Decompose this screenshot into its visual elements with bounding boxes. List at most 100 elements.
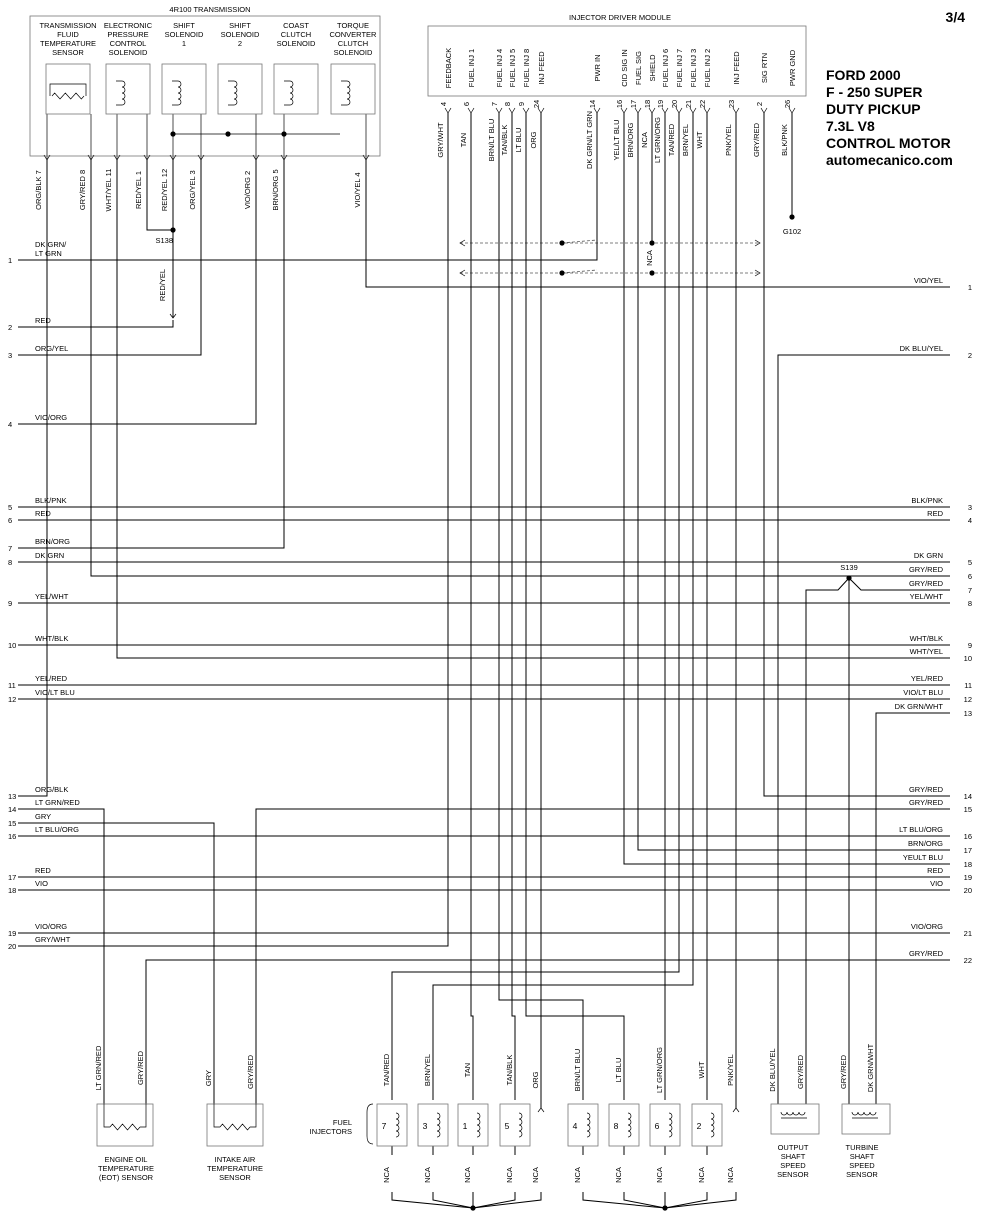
wire-wht-yel bbox=[116, 160, 950, 659]
injector-return-bus bbox=[623, 1192, 666, 1209]
injector-return-bus bbox=[582, 1192, 737, 1209]
shield-arrow bbox=[459, 269, 466, 277]
idm-pin-name: FUEL INJ 8 bbox=[522, 49, 531, 87]
transmission-pin-label: RED/YEL 12 bbox=[160, 169, 169, 211]
left-connector-number: 6 bbox=[8, 516, 12, 525]
right-connector-number: 10 bbox=[964, 654, 972, 663]
pickup-coil bbox=[780, 1111, 807, 1119]
transmission-pin-label: BRN/ORG 5 bbox=[271, 169, 280, 210]
injector-number: 3 bbox=[423, 1121, 428, 1131]
injector-nca: NCA bbox=[697, 1167, 706, 1183]
right-wire-color: DK GRN/WHT bbox=[895, 702, 944, 711]
injector-wire bbox=[470, 113, 474, 1100]
right-wire-color: VIO bbox=[930, 879, 943, 888]
fuel-injectors-label: FUEL bbox=[333, 1118, 352, 1127]
idm-pin bbox=[508, 107, 516, 114]
pickup-coil bbox=[851, 1111, 878, 1119]
left-wire-color: RED bbox=[35, 316, 51, 325]
wire-vio-yel bbox=[365, 160, 950, 288]
injector-wire-color: TAN bbox=[463, 1063, 472, 1077]
epc-solenoid bbox=[105, 63, 151, 115]
injector-number: 8 bbox=[614, 1121, 619, 1131]
wire-gry-red-iat bbox=[255, 808, 950, 1104]
idm-pin bbox=[634, 107, 642, 114]
fuel-injector-3 bbox=[417, 1103, 449, 1147]
left-wire-color: YEL/RED bbox=[35, 674, 68, 683]
injector-wire-color: LT BLU bbox=[614, 1058, 623, 1083]
right-connector-number: 2 bbox=[968, 351, 972, 360]
idm-pin-name: INJ FEED bbox=[732, 51, 741, 85]
left-wire-color: VIO/ORG bbox=[35, 413, 67, 422]
injector-return-bus bbox=[664, 1192, 708, 1209]
tcc-solenoid bbox=[330, 63, 376, 115]
idm-pin-number: 14 bbox=[588, 100, 597, 108]
idm-wire-color: BRN/ORG bbox=[626, 122, 635, 157]
s139-label: S139 bbox=[840, 563, 858, 572]
injector-wire-color: BRN/YEL bbox=[423, 1054, 432, 1086]
idm-pin-name: SIG RTN bbox=[760, 53, 769, 83]
wire-brn-org-idm bbox=[637, 113, 950, 851]
injector-return-bus bbox=[432, 1192, 474, 1209]
tcc-solenoid-label: TORQUE bbox=[337, 21, 369, 30]
right-wire-color: YEL/WHT bbox=[910, 592, 944, 601]
right-connector-number: 14 bbox=[964, 792, 972, 801]
idm-wire-color: NCA bbox=[640, 132, 649, 148]
right-wire-color: RED bbox=[927, 509, 943, 518]
idm-pin-name: FUEL INJ 7 bbox=[675, 49, 684, 87]
transmission-pin-label: VIO/ORG 2 bbox=[243, 171, 252, 209]
idm-pin-number: 23 bbox=[727, 100, 736, 108]
idm-pin-name: INJ FEED bbox=[537, 51, 546, 85]
shield-tie bbox=[561, 269, 598, 274]
left-connector-number: 17 bbox=[8, 873, 16, 882]
iat-sensor-label: TEMPERATURE bbox=[207, 1164, 263, 1173]
idm-pin bbox=[620, 107, 628, 114]
tcc-solenoid-label: CLUTCH bbox=[338, 39, 368, 48]
idm-pin bbox=[495, 107, 503, 114]
transmission-housing bbox=[29, 15, 381, 157]
right-connector-number: 22 bbox=[964, 956, 972, 965]
right-wire-color: DK GRN bbox=[914, 551, 943, 560]
feed-nca: NCA bbox=[726, 1167, 735, 1183]
title-line: FORD 2000 bbox=[826, 67, 901, 83]
idm-pin-number: 6 bbox=[462, 102, 471, 106]
idm-wire-color: GRY/RED bbox=[752, 122, 761, 157]
right-connector-number: 7 bbox=[968, 586, 972, 595]
turbine-shaft-speed-sensor bbox=[841, 1103, 891, 1135]
bus-junction bbox=[281, 131, 287, 137]
injector-coil bbox=[518, 1112, 523, 1138]
injector-number: 5 bbox=[505, 1121, 510, 1131]
left-wire-color: VIO/LT BLU bbox=[35, 688, 75, 697]
solenoid-coil bbox=[289, 80, 294, 106]
injector-bank-splice bbox=[470, 1205, 476, 1211]
injector-coil bbox=[710, 1112, 715, 1138]
shield-arrow bbox=[754, 239, 761, 247]
splice-dot bbox=[559, 270, 565, 276]
eot-sensor bbox=[96, 1103, 154, 1147]
injector-wire-color: TAN/BLK bbox=[505, 1055, 514, 1086]
idm-pin-name: FUEL INJ 3 bbox=[689, 49, 698, 87]
transmission-pin bbox=[362, 154, 370, 161]
injector-wire-color: TAN/RED bbox=[382, 1053, 391, 1086]
injector-nca: NCA bbox=[505, 1167, 514, 1183]
injector-wire-color: WHT bbox=[697, 1061, 706, 1078]
fuel-injectors-label: INJECTORS bbox=[310, 1127, 352, 1136]
left-wire-color: YEL/WHT bbox=[35, 592, 69, 601]
solenoid-coil bbox=[233, 80, 238, 106]
right-wire-color: GRY/RED bbox=[909, 785, 944, 794]
right-wire-color: YEULT BLU bbox=[903, 853, 943, 862]
idm-pin bbox=[675, 107, 683, 114]
wire-gry bbox=[18, 822, 215, 1104]
fuel-injector-6 bbox=[649, 1103, 681, 1147]
idm-pin bbox=[703, 107, 711, 114]
idm-pin-number: 7 bbox=[490, 102, 499, 106]
idm-wire-color: GRY/WHT bbox=[436, 122, 445, 158]
solenoid-coil bbox=[121, 80, 126, 106]
tss-label: SHAFT bbox=[850, 1152, 875, 1161]
transmission-pin bbox=[280, 154, 288, 161]
shift-solenoid-2 bbox=[217, 63, 263, 115]
shift-solenoid-2-label: 2 bbox=[238, 39, 242, 48]
left-connector-number: 10 bbox=[8, 641, 16, 650]
injector-nca: NCA bbox=[382, 1167, 391, 1183]
idm-wire-color: YEL/LT BLU bbox=[612, 120, 621, 161]
injector-nca: NCA bbox=[614, 1167, 623, 1183]
